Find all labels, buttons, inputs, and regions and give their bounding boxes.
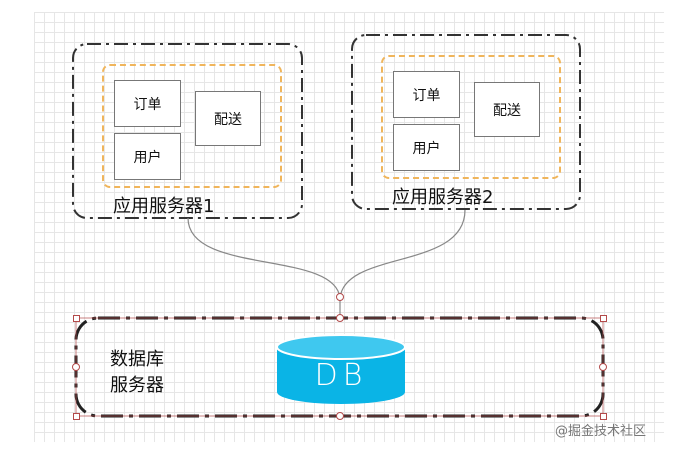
server-2-user-box[interactable]: 用户	[393, 124, 460, 171]
connector-1	[187, 217, 341, 299]
connector-2	[339, 209, 466, 299]
resize-handle-bottom-left[interactable]	[73, 413, 80, 420]
server-1-order-label: 订单	[133, 96, 162, 113]
db-label: DB	[314, 358, 368, 393]
server-2-border	[351, 34, 581, 210]
db-server-title-line2: 服务器	[110, 375, 164, 396]
connection-point-bottom[interactable]	[336, 412, 344, 420]
connection-point-right[interactable]	[599, 363, 607, 371]
server-1-delivery-label: 配送	[214, 111, 242, 128]
db-server-title-line1: 数据库	[110, 349, 164, 370]
resize-handle-top-left[interactable]	[73, 315, 80, 322]
connection-point-left[interactable]	[72, 363, 80, 371]
server-1-order-box[interactable]: 订单	[114, 80, 181, 127]
db-server-title: 数据库 服务器	[110, 347, 164, 399]
resize-handle-bottom-right[interactable]	[600, 413, 607, 420]
server-1-title: 应用服务器1	[113, 196, 215, 217]
server-1-modules-group	[102, 64, 282, 188]
server-2-delivery-box[interactable]: 配送	[474, 82, 540, 137]
server-2-modules-group	[381, 55, 561, 179]
server-2-title: 应用服务器2	[392, 187, 494, 208]
server-1-user-box[interactable]: 用户	[114, 133, 181, 180]
connector-joint[interactable]	[336, 293, 344, 301]
watermark: @掘金技术社区	[555, 424, 647, 439]
resize-handle-top-right[interactable]	[600, 315, 607, 322]
server-2-delivery-label: 配送	[493, 102, 521, 119]
server-2-user-label: 用户	[412, 140, 441, 157]
server-1-delivery-box[interactable]: 配送	[195, 91, 261, 146]
server-2-order-label: 订单	[412, 87, 441, 104]
db-cylinder-icon	[276, 334, 406, 404]
server-2-order-box[interactable]: 订单	[393, 71, 460, 118]
server-1-user-label: 用户	[133, 149, 162, 166]
connection-point-top[interactable]	[336, 314, 344, 322]
